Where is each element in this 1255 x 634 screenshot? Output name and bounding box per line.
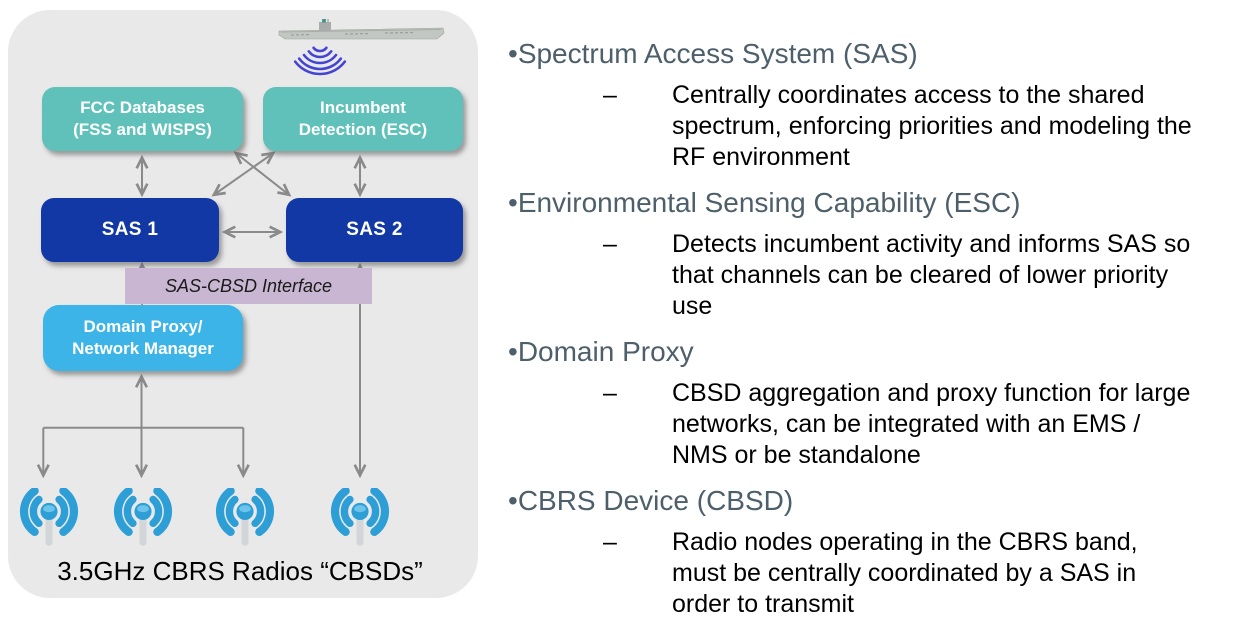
body-lines: CBSD aggregation and proxy function for … — [672, 378, 1190, 471]
section-body: – Detects incumbent activity and informs… — [603, 229, 1250, 322]
section-body: – Radio nodes operating in the CBRS band… — [603, 527, 1250, 620]
diagram-caption: 3.5GHz CBRS Radios “CBSDs” — [57, 556, 423, 586]
heading-text: Domain Proxy — [517, 336, 694, 367]
section-heading: •Spectrum Access System (SAS) — [508, 38, 1250, 70]
box-label-line: FCC Databases — [80, 97, 205, 117]
box-label-line: (FSS and WISPS) — [73, 120, 212, 139]
box-label-line: SAS 2 — [346, 219, 403, 240]
box-domain-proxy: Domain Proxy/ Network Manager — [43, 305, 243, 371]
dash-marker: – — [603, 81, 617, 109]
section-sas: •Spectrum Access System (SAS) – Centrall… — [508, 38, 1250, 173]
section-body: – Centrally coordinates access to the sh… — [603, 80, 1250, 173]
body-line: use — [672, 292, 713, 320]
arrow-fcc-sas2 — [237, 154, 288, 194]
body-line: Detects incumbent activity and informs S… — [672, 230, 1191, 258]
body-line: Radio nodes operating in the CBRS band, — [672, 528, 1138, 556]
radio-antenna-icon — [321, 486, 399, 552]
band-label: SAS-CBSD Interface — [164, 275, 333, 296]
dash-marker: – — [603, 528, 617, 556]
radio-antenna-icon — [206, 486, 284, 552]
bullet-marker: • — [508, 485, 518, 516]
section-heading: •Environmental Sensing Capability (ESC) — [508, 187, 1250, 219]
section-esc: •Environmental Sensing Capability (ESC) … — [508, 187, 1250, 322]
bullet-marker: • — [508, 336, 518, 367]
box-label-line: Detection (ESC) — [298, 120, 428, 139]
section-heading: •CBRS Device (CBSD) — [508, 485, 1250, 517]
heading-text: Environmental Sensing Capability (ESC) — [517, 187, 1021, 218]
body-lines: Detects incumbent activity and informs S… — [672, 229, 1190, 322]
body-line: that channels can be cleared of lower pr… — [672, 261, 1169, 289]
body-line: networks, can be integrated with an EMS … — [672, 410, 1141, 438]
box-label-line: SAS 1 — [101, 219, 159, 240]
box-label-line: Network Manager — [72, 339, 214, 358]
box-label-line: Domain Proxy/ — [83, 316, 203, 336]
box-label-line: Incumbent — [320, 97, 406, 117]
heading-text: Spectrum Access System (SAS) — [517, 38, 918, 69]
body-line: NMS or be standalone — [672, 441, 921, 469]
radio-antenna-icon — [104, 486, 182, 552]
section-domain-proxy: •Domain Proxy – CBSD aggregation and pro… — [508, 336, 1250, 471]
ship-icon — [275, 18, 447, 45]
body-line: order to transmit — [672, 590, 855, 618]
body-line: must be centrally coordinated by a SAS i… — [672, 559, 1137, 587]
body-lines: Radio nodes operating in the CBRS band, … — [672, 527, 1138, 620]
definitions-list: •Spectrum Access System (SAS) – Centrall… — [508, 38, 1250, 620]
box-sas2: SAS 2 — [286, 198, 463, 262]
dash-marker: – — [603, 379, 617, 407]
body-line: RF environment — [672, 143, 850, 171]
body-lines: Centrally coordinates access to the shar… — [672, 80, 1192, 173]
arrow-esc-sas1 — [215, 154, 272, 194]
body-line: Centrally coordinates access to the shar… — [672, 81, 1145, 109]
heading-text: CBRS Device (CBSD) — [517, 485, 794, 516]
section-cbsd: •CBRS Device (CBSD) – Radio nodes operat… — [508, 485, 1250, 620]
bullet-marker: • — [508, 187, 518, 218]
body-line: spectrum, enforcing priorities and model… — [672, 112, 1192, 140]
diagram-panel: FCC Databases (FSS and WISPS) Incumbent … — [8, 10, 478, 598]
section-heading: •Domain Proxy — [508, 336, 1250, 368]
radar-waves-icon — [290, 43, 350, 83]
body-line: CBSD aggregation and proxy function for … — [672, 379, 1191, 407]
box-incumbent-detection: Incumbent Detection (ESC) — [263, 87, 463, 151]
sas-cbsd-interface-band: SAS-CBSD Interface — [125, 268, 372, 304]
box-sas1: SAS 1 — [41, 198, 219, 262]
box-fcc-databases: FCC Databases (FSS and WISPS) — [42, 87, 243, 151]
section-body: – CBSD aggregation and proxy function fo… — [603, 378, 1250, 471]
radio-antenna-icon — [10, 486, 88, 552]
dash-marker: – — [603, 230, 617, 258]
bullet-marker: • — [508, 38, 518, 69]
